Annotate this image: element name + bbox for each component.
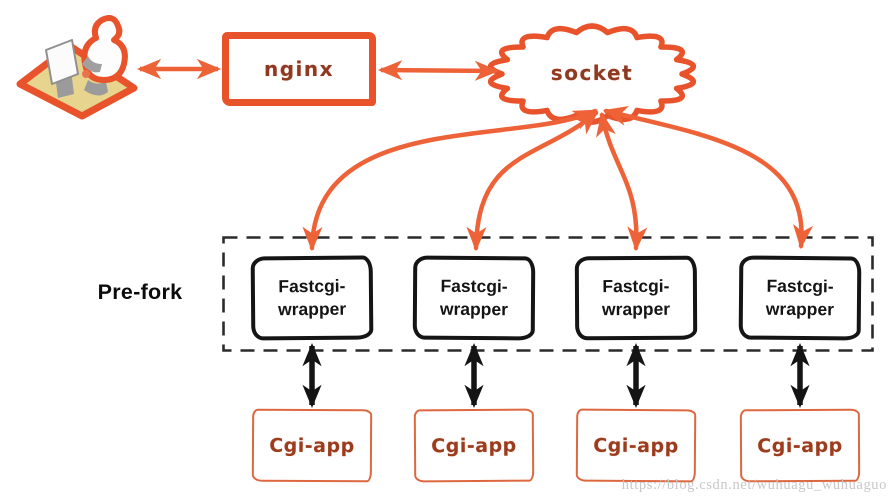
cgi-app-node-2: Cgi-app	[413, 408, 535, 483]
fastcgi-wrapper-node-3: Fastcgi- wrapper	[574, 255, 698, 341]
icon-chair	[84, 80, 108, 96]
prefork-label: Pre-fork	[97, 280, 183, 304]
fastcgi-wrapper-node-1: Fastcgi- wrapper	[250, 255, 374, 341]
fastcgi-wrapper-label-line2: wrapper	[439, 298, 509, 320]
cgi-app-label: Cgi-app	[431, 434, 517, 457]
cgi-app-label: Cgi-app	[593, 434, 679, 457]
fastcgi-wrapper-label-line2: wrapper	[277, 298, 347, 320]
cgi-app-node-4: Cgi-app	[739, 408, 861, 483]
nginx-node: nginx	[222, 32, 376, 106]
cgi-app-node-3: Cgi-app	[575, 408, 697, 483]
fastcgi-wrapper-label-line1: Fastcgi-	[602, 275, 670, 297]
fastcgi-wrapper-label-line2: wrapper	[601, 298, 671, 320]
icon-arm	[82, 56, 102, 73]
fastcgi-wrapper-node-2: Fastcgi- wrapper	[412, 255, 536, 341]
arrow-nginx-socket	[377, 60, 500, 81]
fastcgi-wrapper-label-line1: Fastcgi-	[278, 275, 346, 297]
icon-hand	[82, 70, 90, 78]
socket-label: socket	[550, 61, 634, 85]
cgi-app-label: Cgi-app	[269, 434, 355, 457]
nginx-label: nginx	[263, 57, 335, 81]
fastcgi-wrapper-node-4: Fastcgi- wrapper	[738, 255, 862, 341]
arrow-socket-wrapper-2	[466, 110, 599, 252]
cgi-app-node-1: Cgi-app	[251, 408, 373, 483]
socket-node: socket	[540, 61, 644, 85]
fastcgi-wrapper-label-line1: Fastcgi-	[440, 275, 508, 297]
cgi-app-label: Cgi-app	[757, 434, 843, 457]
watermark-url: https://blog.csdn.net/wuhuagu_wuhuaguo	[621, 477, 887, 493]
arrow-socket-wrapper-1	[302, 108, 598, 252]
arrow-socket-wrapper-3	[596, 111, 648, 252]
fastcgi-wrapper-label-line1: Fastcgi-	[766, 275, 834, 297]
arrow-socket-wrapper-4	[602, 106, 814, 250]
users-at-computer-icon	[16, 15, 138, 120]
fastcgi-wrapper-label-line2: wrapper	[765, 298, 835, 320]
icon-monitor	[45, 39, 79, 85]
